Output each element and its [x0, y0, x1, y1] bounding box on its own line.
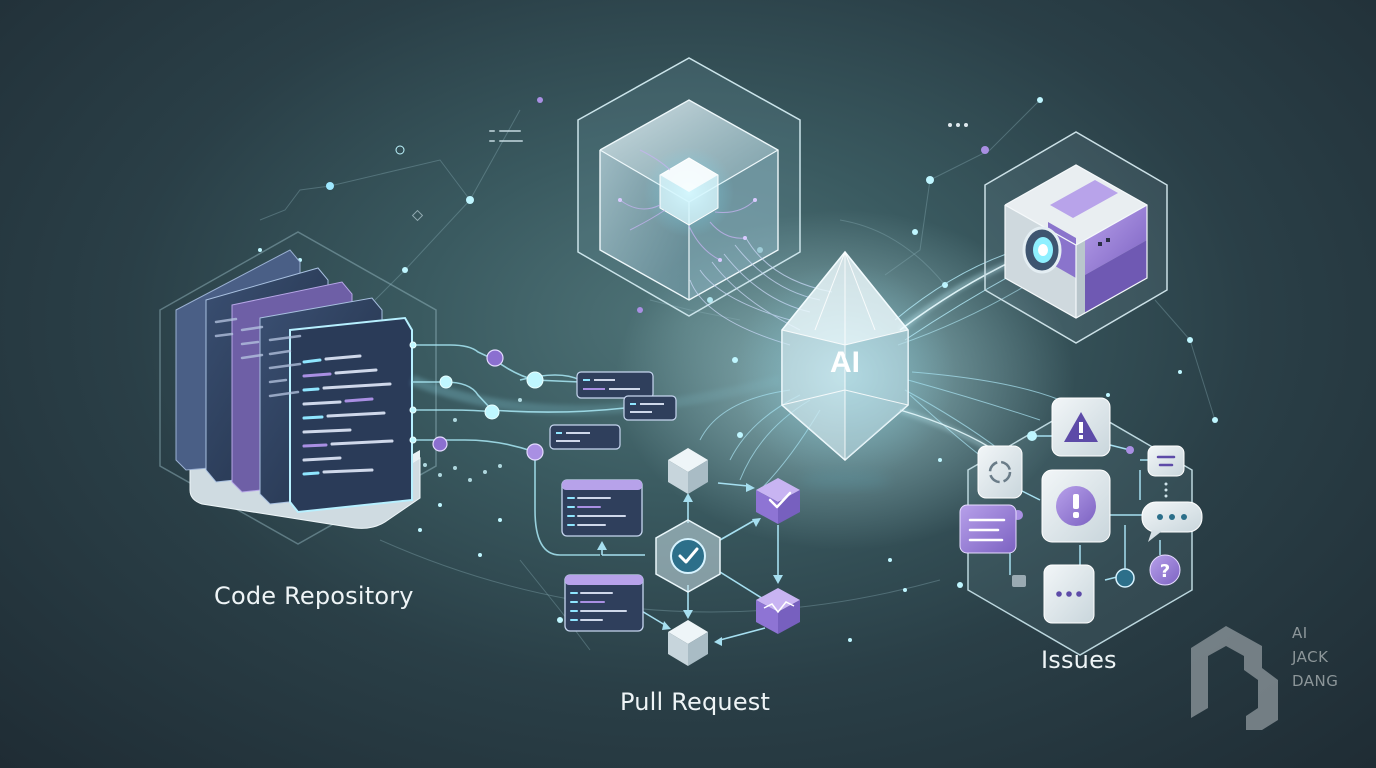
pr-commit-cube — [668, 448, 708, 494]
pr-code-window — [561, 479, 643, 537]
network-lines — [259, 99, 1216, 651]
pr-merge-cube — [756, 588, 800, 634]
ai-shadow — [800, 473, 890, 487]
issues-icon: ? — [959, 397, 1203, 656]
pull-request-label: Pull Request — [620, 688, 771, 716]
ai-model-cube-icon — [577, 57, 801, 317]
watermark-text-line: JACK — [1292, 648, 1329, 666]
chat-icon — [1043, 564, 1095, 624]
code-repository-icon — [159, 231, 437, 545]
watermark-text-line: DANG — [1292, 672, 1339, 690]
integration-cube-icon — [984, 131, 1168, 344]
speech-bubble-icon — [1141, 501, 1203, 542]
issues-label: Issues — [1041, 646, 1117, 674]
watermark-logo-icon — [1191, 626, 1278, 730]
decor-diamond — [411, 209, 424, 222]
svg-text:?: ? — [1160, 561, 1170, 582]
pr-code-window — [564, 574, 644, 632]
sync-icon — [977, 445, 1023, 499]
pr-commit-cube — [668, 620, 708, 666]
small-tag-icon — [1012, 575, 1026, 587]
code-repository-label: Code Repository — [214, 582, 414, 610]
pr-approved-cube — [756, 478, 800, 524]
dots-icon — [1164, 482, 1168, 498]
question-icon: ? — [1149, 554, 1181, 586]
decor-dashes — [489, 130, 523, 142]
comment-icon — [959, 504, 1017, 554]
snippet-card — [623, 395, 677, 421]
ai-crystal-icon: AI — [781, 250, 909, 462]
watermark-text-line: AI — [1292, 624, 1308, 642]
snippet-card — [549, 424, 621, 450]
ai-label: AI — [830, 346, 860, 379]
code-snippet-cards — [549, 371, 677, 450]
snippet-card — [576, 371, 654, 399]
list-icon — [1147, 445, 1185, 477]
repository-connectors — [409, 341, 782, 556]
pull-request-icon — [561, 448, 800, 666]
warning-icon — [1051, 397, 1111, 457]
error-icon — [1041, 469, 1111, 543]
